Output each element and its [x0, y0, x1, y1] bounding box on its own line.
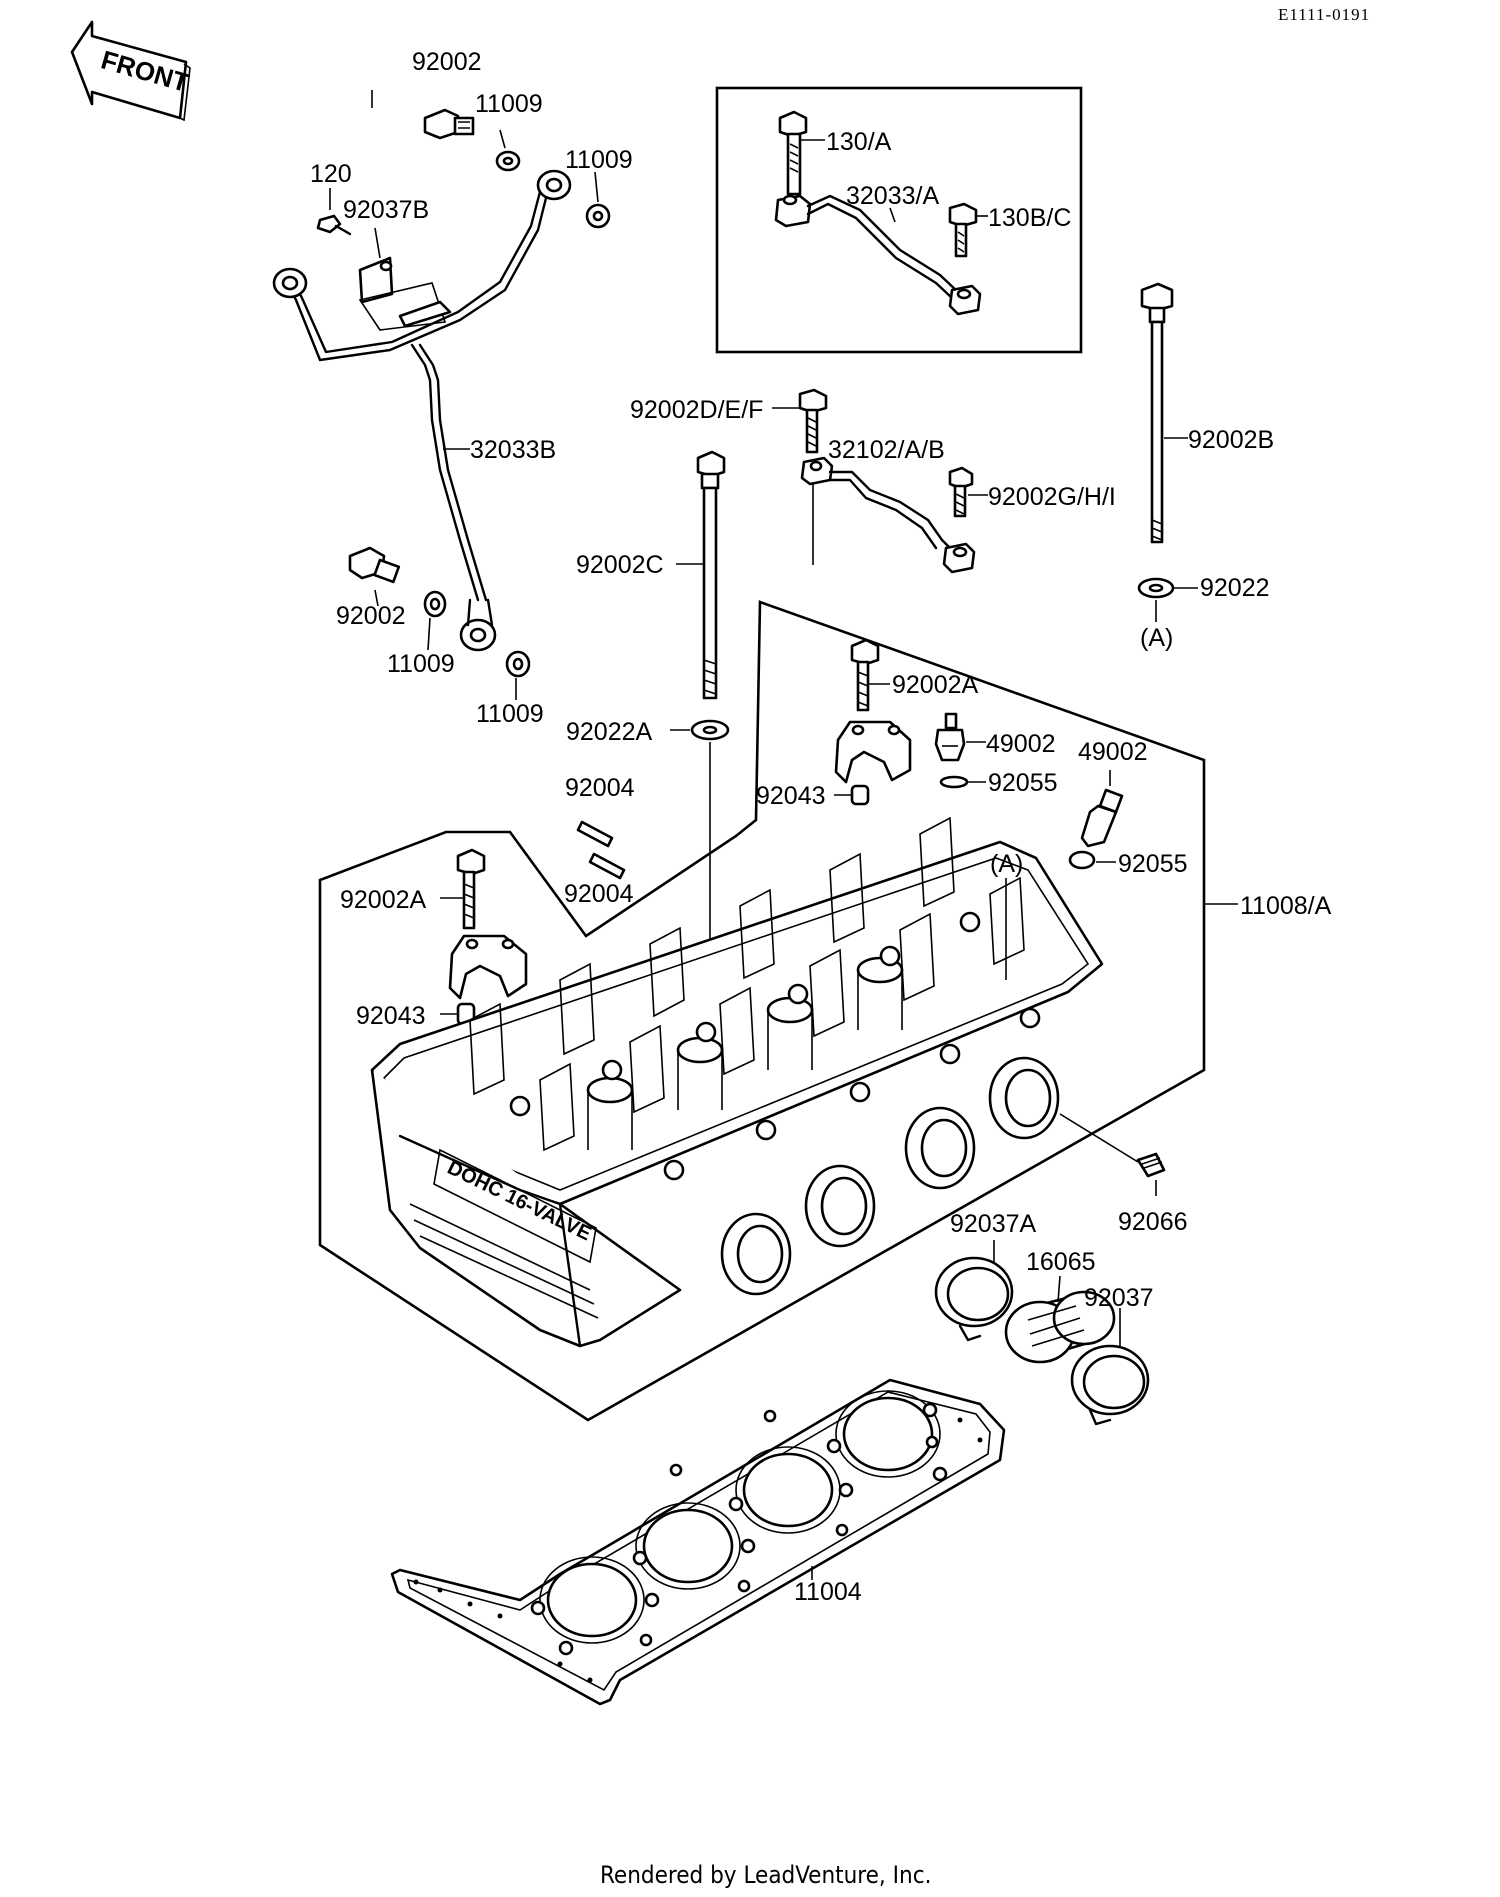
- label-32033A: 32033/A: [846, 182, 939, 210]
- label-A-right: (A): [1140, 624, 1173, 652]
- label-92002A-right: 92002A: [892, 671, 979, 699]
- label-92055-b: 92055: [1118, 850, 1188, 878]
- oil-pipe-32033A-inset: [774, 110, 982, 316]
- label-A-head: (A): [990, 850, 1023, 878]
- label-92004-a: 92004: [565, 774, 635, 802]
- label-11009-b: 11009: [565, 146, 633, 174]
- label-92004-b: 92004: [564, 880, 634, 908]
- cylinder-head-frame: [318, 600, 1206, 1422]
- inset-box-frame: [715, 86, 1083, 354]
- label-92002C: 92002C: [576, 551, 664, 579]
- label-92002DEF: 92002D/E/F: [630, 396, 763, 424]
- oil-pipe-32102-assembly: [798, 388, 976, 574]
- label-92037A: 92037A: [950, 1210, 1037, 1238]
- plug-bolt-icon: [1136, 1152, 1166, 1178]
- intake-port-icon: [720, 1056, 1060, 1296]
- label-32033B: 32033B: [470, 436, 556, 464]
- label-11009-d: 11009: [476, 700, 544, 728]
- label-49002-b: 49002: [1078, 738, 1148, 766]
- long-bolt-92002C-icon: [690, 450, 730, 950]
- label-11009-c: 11009: [387, 650, 455, 678]
- temperature-sensor-icon: [1068, 788, 1124, 870]
- label-11004: 11004: [794, 1578, 862, 1606]
- label-32102AB: 32102/A/B: [828, 436, 945, 464]
- credit-text: Rendered by LeadVenture, Inc.: [600, 1861, 931, 1889]
- dowel-pin-icon: [850, 784, 870, 806]
- label-92002B: 92002B: [1188, 426, 1274, 454]
- cam-cap-right-icon: [834, 638, 912, 806]
- label-16065: 16065: [1026, 1248, 1096, 1276]
- screw-icon: [316, 214, 342, 234]
- cylinder-head-body: DOHC 16-VALVE: [370, 816, 1104, 1348]
- oil-pipe-32033B-assembly: [272, 108, 611, 678]
- label-120: 120: [310, 160, 352, 188]
- label-92022A: 92022A: [566, 718, 653, 746]
- banjo-bolt-icon: [423, 108, 475, 140]
- banjo-bolt-icon: [348, 546, 401, 584]
- stud-bolt-icon: [576, 820, 626, 880]
- label-92002-top: 92002: [412, 48, 482, 76]
- label-92022: 92022: [1200, 574, 1270, 602]
- label-92066: 92066: [1118, 1208, 1188, 1236]
- label-92037B: 92037B: [343, 196, 429, 224]
- cam-cap-left-icon: [448, 848, 528, 1026]
- label-92002A-left: 92002A: [340, 886, 427, 914]
- label-130A: 130/A: [826, 128, 892, 156]
- label-11009-a: 11009: [475, 90, 543, 118]
- washer-icon: [939, 775, 969, 789]
- cylinder-head-gasket: [390, 1378, 1006, 1706]
- drawing-code: E1111-0191: [1278, 5, 1370, 24]
- front-arrow-icon: FRONT: [70, 20, 192, 122]
- label-130BC: 130B/C: [988, 204, 1071, 232]
- washer-icon: [1068, 850, 1096, 870]
- long-bolt-92002B-icon: [1137, 282, 1175, 599]
- label-92055-a: 92055: [988, 769, 1058, 797]
- label-92002-left: 92002: [336, 602, 406, 630]
- oil-pressure-switch-icon: [934, 712, 969, 789]
- label-49002-a: 49002: [986, 730, 1056, 758]
- label-92043-right: 92043: [756, 782, 826, 810]
- label-11008A: 11008/A: [1240, 892, 1332, 920]
- label-92037: 92037: [1084, 1284, 1154, 1312]
- label-92043-left: 92043: [356, 1002, 426, 1030]
- carburetor-holder-icon: [934, 1256, 1150, 1426]
- label-92002GHI: 92002G/H/I: [988, 483, 1116, 511]
